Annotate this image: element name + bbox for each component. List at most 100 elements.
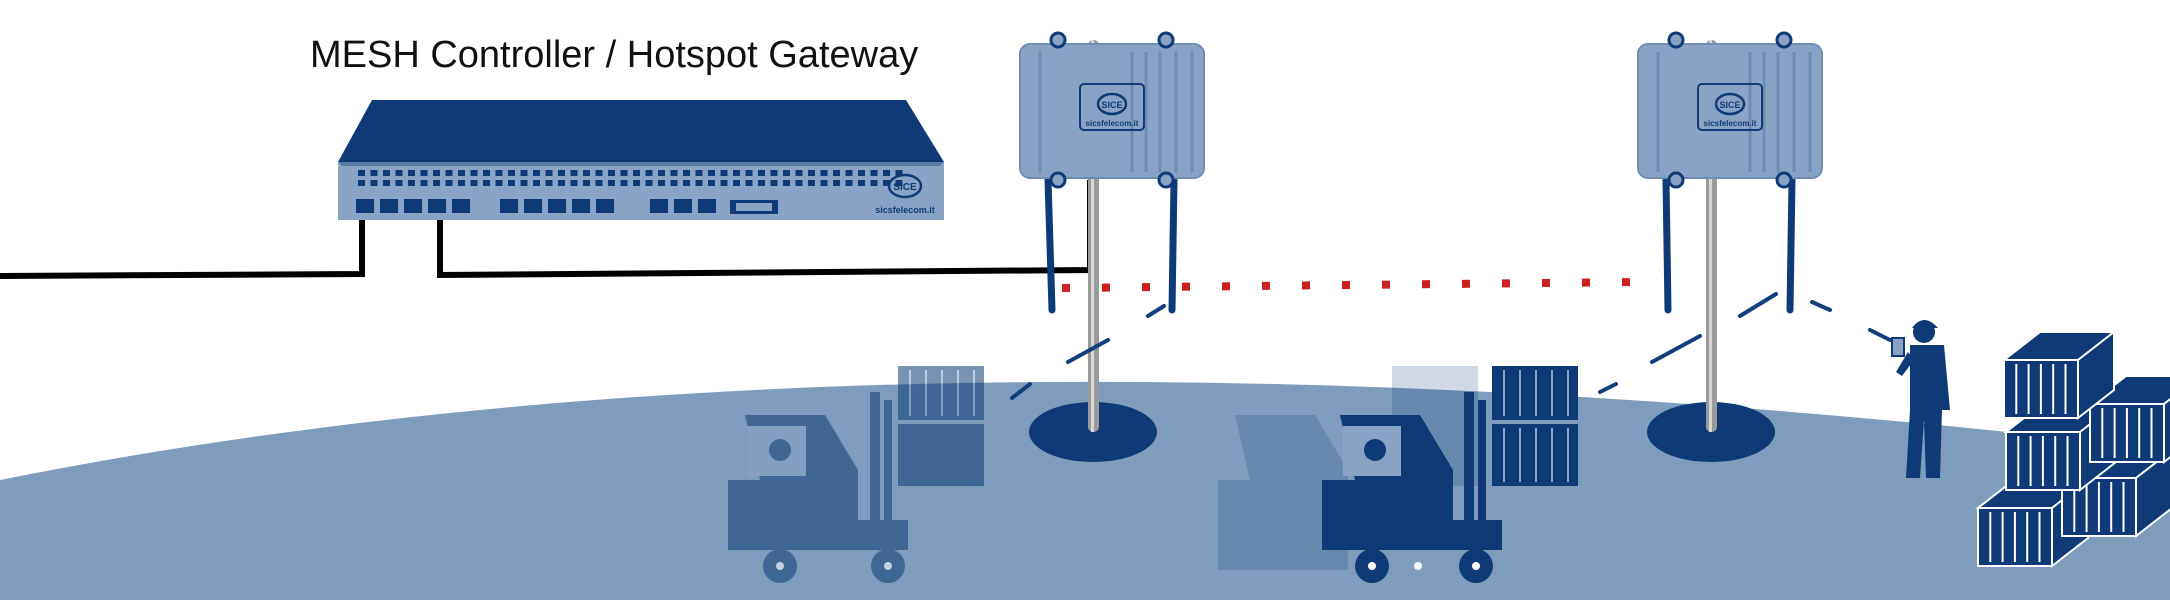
ethernet-port (404, 199, 422, 213)
led-port (383, 180, 390, 186)
ground (0, 381, 2170, 600)
led-port (708, 170, 715, 176)
led-port (458, 180, 465, 186)
led-port (483, 180, 490, 186)
led-port (558, 180, 565, 186)
led-port (645, 170, 653, 176)
forklift-icon (1322, 366, 1578, 583)
led-port (370, 180, 378, 186)
controller-brand-label: sicsfelecom.it (875, 205, 935, 215)
crate-icon (1975, 329, 2170, 569)
led-port (620, 180, 628, 186)
led-port (595, 180, 603, 186)
led-port (770, 170, 778, 176)
ethernet-port (524, 199, 542, 213)
mesh-link (1061, 278, 1641, 292)
led-port (670, 180, 678, 186)
led-port (458, 170, 465, 176)
led-port (608, 180, 615, 186)
led-port (358, 180, 365, 186)
led-port (545, 180, 553, 186)
led-port (783, 170, 790, 176)
led-port (645, 180, 653, 186)
led-port (445, 170, 453, 176)
led-port (670, 170, 678, 176)
access-point-icon: SICE sicsfelecom.it (1019, 31, 1205, 462)
logo-mark-text: SICE (893, 182, 917, 193)
led-port (820, 180, 828, 186)
led-port (883, 170, 890, 176)
crate-side (2077, 329, 2115, 421)
ethernet-port (428, 199, 446, 213)
led-port (745, 170, 753, 176)
led-port (695, 170, 703, 176)
led-port (420, 170, 428, 176)
led-port (608, 170, 615, 176)
led-port (870, 170, 878, 176)
led-port (508, 170, 515, 176)
led-port (520, 170, 528, 176)
led-port (508, 180, 515, 186)
led-port (495, 170, 503, 176)
led-port (483, 170, 490, 176)
logo-mark (887, 173, 923, 199)
led-port (395, 170, 403, 176)
led-port (820, 170, 828, 176)
led-port (845, 170, 853, 176)
ap1-brand-label: sicsfelecom.it (1086, 119, 1139, 128)
led-port (633, 180, 640, 186)
led-port (845, 180, 853, 186)
port-rows (358, 170, 903, 186)
led-port (808, 180, 815, 186)
led-port (870, 180, 878, 186)
access-point-icon: SICE sicsfelecom.it (1637, 31, 1823, 462)
led-port (745, 180, 753, 186)
led-port (720, 170, 728, 176)
led-port (708, 180, 715, 186)
led-port (370, 170, 378, 176)
led-port (683, 180, 690, 186)
led-port (558, 170, 565, 176)
crate (2001, 329, 2117, 421)
led-port (383, 170, 390, 176)
led-port (583, 170, 590, 176)
forklift-motion-trail (1218, 366, 1478, 570)
led-port (445, 180, 453, 186)
led-port (795, 170, 803, 176)
page-title: MESH Controller / Hotspot Gateway (310, 34, 919, 76)
led-port (595, 170, 603, 176)
led-port (658, 180, 665, 186)
bottom-ports (356, 199, 716, 213)
led-port (570, 180, 578, 186)
led-port (795, 180, 803, 186)
led-port (895, 170, 903, 176)
uplink-cable (0, 220, 365, 279)
led-port (433, 170, 440, 176)
forklift-icon (728, 366, 984, 583)
led-port (408, 180, 415, 186)
ethernet-port (452, 199, 470, 213)
led-port (395, 180, 403, 186)
led-port (783, 180, 790, 186)
led-port (858, 180, 865, 186)
mesh-controller-icon: SICE sicsfelecom.it (338, 100, 944, 220)
led-port (358, 170, 365, 176)
led-port (733, 170, 740, 176)
led-port (433, 180, 440, 186)
ethernet-port (674, 199, 692, 213)
ethernet-port (500, 199, 518, 213)
led-port (533, 180, 540, 186)
led-port (420, 180, 428, 186)
led-port (808, 170, 815, 176)
ap1-logo-mark: SICE (1101, 100, 1122, 110)
crate-side (2163, 398, 2170, 465)
ap2-logo-mark: SICE (1719, 100, 1740, 110)
led-port (695, 180, 703, 186)
led-port (495, 180, 503, 186)
led-port (570, 170, 578, 176)
ethernet-port (698, 199, 716, 213)
led-port (470, 180, 478, 186)
led-port (858, 170, 865, 176)
